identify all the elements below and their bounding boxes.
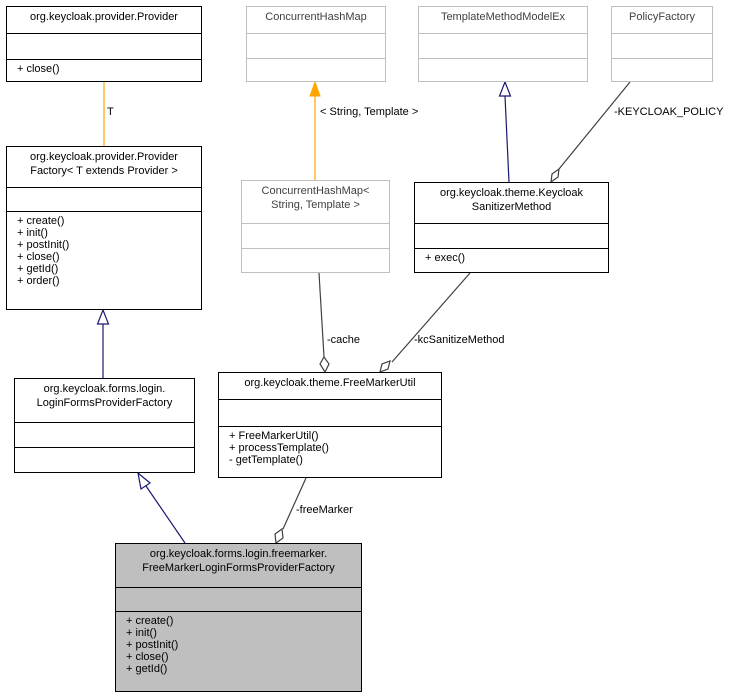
methods-compartment [15,447,194,472]
method: - getTemplate() [229,454,303,466]
method: + create() [126,615,174,627]
attributes-compartment [415,223,608,248]
edge-login-factory-inheritance-arrow [96,308,110,325]
attributes-compartment [242,223,389,248]
class-title: ConcurrentHashMap< String, Template > [261,185,370,211]
class-login-forms-provider-factory[interactable]: org.keycloak.forms.login. LoginFormsProv… [14,378,195,473]
edge-kc-sanitize-method-diamond [379,360,391,373]
attributes-compartment [419,33,587,58]
attributes-compartment [219,399,441,426]
method: + postInit() [126,639,179,651]
methods-compartment: + create() + init() + postInit() + close… [7,211,201,290]
class-policy-factory[interactable]: PolicyFactory [611,6,713,82]
edge-label-string-template: < String, Template > [320,106,419,118]
methods-compartment: + FreeMarkerUtil() + processTemplate() -… [219,426,441,469]
edge-label-cache: -cache [327,334,361,346]
class-title: PolicyFactory [628,11,696,23]
methods-compartment [242,248,389,272]
edge-keycloak-policy-diamond [550,167,560,184]
class-title: org.keycloak.forms.login.freemarker. Fre… [142,548,335,574]
class-keycloak-sanitizer-method[interactable]: org.keycloak.theme.Keycloak SanitizerMet… [414,182,609,273]
method: + close() [126,651,169,663]
edge-keycloak-policy [558,81,631,170]
edge-cache-diamond [319,355,330,374]
edge-freemarker-factory-inheritance [145,485,186,544]
edge-label-free-marker: -freeMarker [296,504,353,516]
class-title: org.keycloak.provider.Provider [30,11,178,23]
attributes-compartment [247,33,385,58]
edge-cache [318,272,325,358]
class-title: org.keycloak.theme.Keycloak SanitizerMet… [439,187,584,213]
edge-sanitizer-inheritance [504,95,510,183]
edge-label-keycloak-policy: -KEYCLOAK_POLICY [614,106,724,118]
edge-chm-template-binding-arrow [309,80,321,97]
edge-sanitizer-inheritance-arrow [498,80,512,97]
edge-kc-sanitize-method [391,272,471,363]
method: + close() [17,251,60,263]
attributes-compartment [612,33,712,58]
method: + create() [17,215,65,227]
class-title: ConcurrentHashMap [265,11,367,23]
edge-free-marker-diamond [274,527,284,545]
class-freemarker-login-forms-provider-factory[interactable]: org.keycloak.forms.login.freemarker. Fre… [115,543,362,692]
class-title: org.keycloak.forms.login. LoginFormsProv… [36,383,173,409]
methods-compartment [419,58,587,81]
method: + getId() [17,263,59,275]
methods-compartment: + create() + init() + postInit() + close… [116,611,361,678]
class-provider[interactable]: org.keycloak.provider.Provider + close() [6,6,202,82]
method: + init() [126,627,157,639]
class-template-method-model-ex[interactable]: TemplateMethodModelEx [418,6,588,82]
attributes-compartment [116,587,361,611]
class-provider-factory[interactable]: org.keycloak.provider.Provider Factory< … [6,146,202,310]
attributes-compartment [7,33,201,59]
class-concurrent-hash-map[interactable]: ConcurrentHashMap [246,6,386,82]
method: + init() [17,227,48,239]
methods-compartment: + exec() [415,248,608,267]
class-title: org.keycloak.provider.Provider Factory< … [30,151,178,177]
edge-label-kc-sanitize-method: -kcSanitizeMethod [414,334,505,346]
class-title: org.keycloak.theme.FreeMarkerUtil [244,377,416,389]
class-title: TemplateMethodModelEx [440,11,566,23]
method: + processTemplate() [229,442,329,454]
class-concurrent-hash-map-string-template[interactable]: ConcurrentHashMap< String, Template > [241,180,390,273]
attributes-compartment [15,422,194,447]
edge-free-marker [282,477,307,530]
attributes-compartment [7,187,201,211]
edge-label-t: T [107,106,114,118]
method: + postInit() [17,239,70,251]
method: + FreeMarkerUtil() [229,430,319,442]
methods-compartment [612,58,712,81]
method: + close() [17,63,60,75]
edge-freemarker-factory-inheritance-arrow [137,471,152,491]
methods-compartment [247,58,385,81]
method: + order() [17,275,60,287]
method: + exec() [425,252,466,264]
methods-compartment: + close() [7,59,201,78]
class-freemarker-util[interactable]: org.keycloak.theme.FreeMarkerUtil + Free… [218,372,442,478]
method: + getId() [126,663,168,675]
